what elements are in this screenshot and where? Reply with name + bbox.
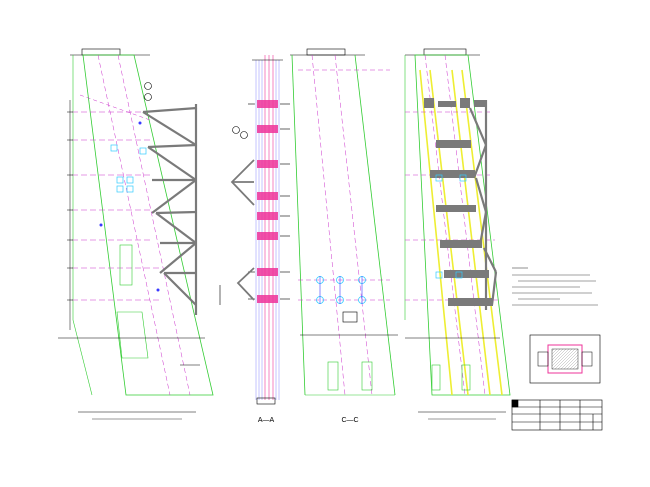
title-block (511, 399, 603, 431)
section-label-aa: A—A (258, 417, 275, 424)
view-section-aa: A—A (219, 55, 290, 424)
view-elevation-left (58, 48, 214, 420)
view-elevation-right (404, 48, 511, 420)
section-label-cc: C—C (341, 417, 358, 424)
key-plan (529, 334, 601, 384)
notes-block (512, 267, 598, 306)
view-section-cc: C—C (290, 48, 398, 424)
